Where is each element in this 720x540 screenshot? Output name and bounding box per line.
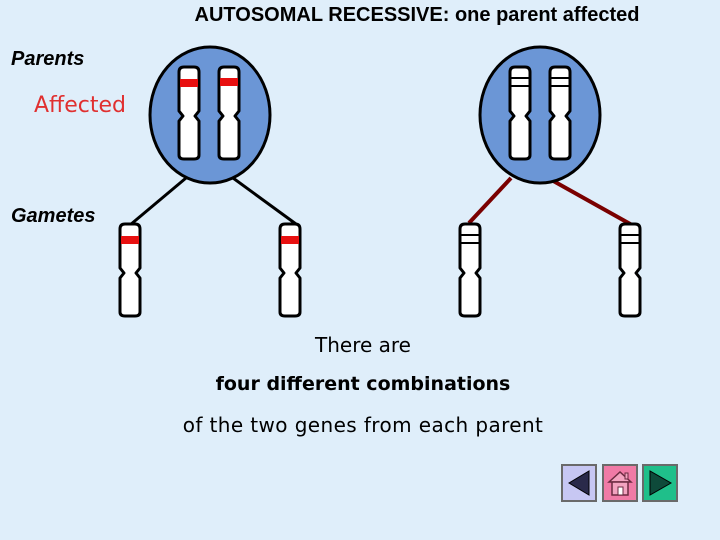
caption-line-3: of the two genes from each parent bbox=[182, 413, 544, 437]
chromosome-affected-parent-2 bbox=[217, 65, 241, 161]
gamete-chromosome-4 bbox=[618, 222, 642, 318]
affected-parent-cell bbox=[148, 45, 272, 185]
affected-label: Affected bbox=[34, 93, 126, 118]
chromosome-unaffected-parent-1 bbox=[508, 65, 532, 161]
connector-line bbox=[129, 176, 187, 227]
recessive-gene-band bbox=[180, 79, 198, 87]
unaffected-parent-cell bbox=[478, 45, 602, 185]
parents-label: Parents bbox=[11, 48, 85, 70]
chromosome-unaffected-parent-2 bbox=[548, 65, 572, 161]
caption-line-2: four different combinations bbox=[215, 373, 511, 395]
caption-line-1: There are bbox=[315, 333, 411, 357]
house-icon bbox=[607, 470, 633, 496]
gamete-chromosome-1 bbox=[118, 222, 142, 318]
back-button[interactable] bbox=[561, 464, 597, 502]
gamete-chromosome-2 bbox=[278, 222, 302, 318]
triangle-left-icon bbox=[568, 470, 590, 496]
connector-line bbox=[547, 176, 633, 227]
triangle-right-icon bbox=[649, 470, 673, 496]
gametes-label: Gametes bbox=[11, 205, 96, 227]
recessive-gene-band bbox=[121, 236, 139, 244]
recessive-gene-band bbox=[281, 236, 299, 244]
forward-button[interactable] bbox=[642, 464, 678, 502]
recessive-gene-band bbox=[220, 78, 238, 86]
home-button[interactable] bbox=[602, 464, 638, 502]
connector-line bbox=[467, 176, 513, 225]
connector-line bbox=[232, 176, 297, 226]
page-title: AUTOSOMAL RECESSIVE: one parent affected bbox=[194, 4, 640, 26]
chromosome-affected-parent-1 bbox=[177, 65, 201, 161]
gamete-chromosome-3 bbox=[458, 222, 482, 318]
affected-parent-connectors bbox=[129, 176, 297, 227]
unaffected-parent-connectors bbox=[467, 176, 633, 227]
